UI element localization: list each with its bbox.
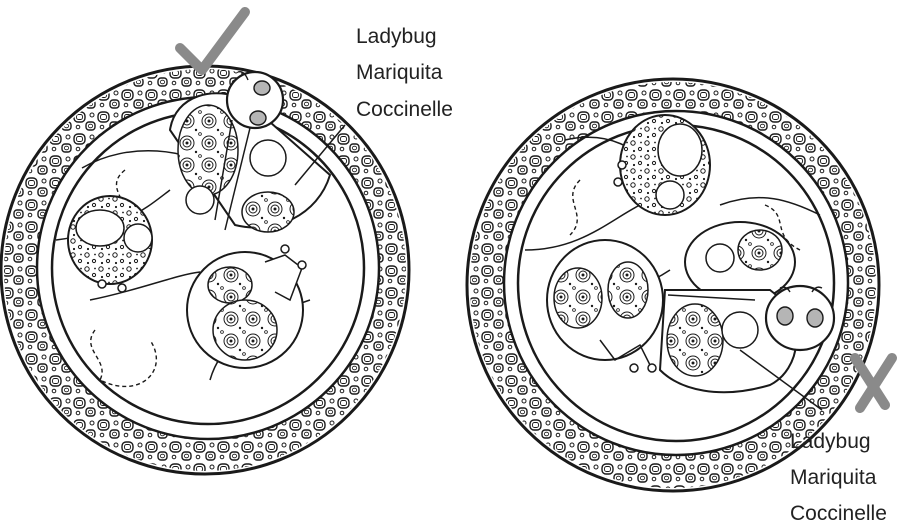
check-mark-icon bbox=[180, 12, 245, 70]
right-label-mariquita: Mariquita bbox=[790, 467, 876, 488]
right-label-ladybug: Ladybug bbox=[790, 431, 871, 452]
left-label-coccinelle: Coccinelle bbox=[356, 99, 453, 120]
right-label-coccinelle: Coccinelle bbox=[790, 503, 887, 524]
left-label-ladybug: Ladybug bbox=[356, 26, 437, 47]
x-mark-icon bbox=[855, 358, 892, 408]
left-label-mariquita: Mariquita bbox=[356, 62, 442, 83]
left-nest bbox=[1, 66, 409, 474]
